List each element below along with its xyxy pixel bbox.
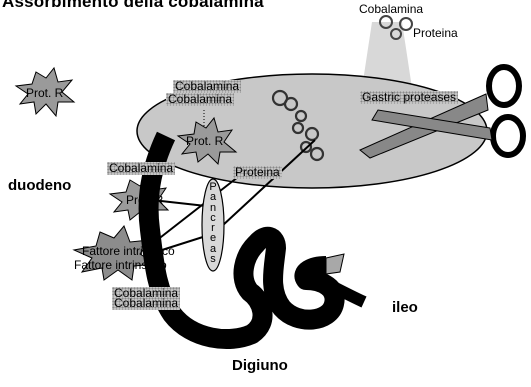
label-fattore-intrinseco-2: Fattore intrinseco	[74, 259, 167, 272]
label-digiuno: Digiuno	[232, 359, 288, 372]
label-cobalamina-stomach-2: Cobalamina	[166, 93, 234, 106]
label-prot-r-duodeno: Prot. R	[126, 194, 163, 207]
intestine-end	[326, 254, 344, 274]
label-fattore-intrinseco-1: Fattore intrinseco	[82, 245, 175, 258]
diagram-title: Assorbimento della cobalamina	[2, 0, 264, 12]
label-gastric-proteases: Gastric proteases	[360, 91, 458, 104]
label-proteina-top: Proteina	[413, 27, 458, 40]
pancreas-letter: s	[206, 254, 220, 264]
label-prot-r-stomach: Prot. R	[186, 135, 223, 148]
label-cobalamina-bottom-2: Cobalamina	[112, 297, 180, 310]
pancreas-label: P a n c r e a s	[206, 182, 220, 264]
scissors-icon	[489, 67, 523, 155]
label-ileo: ileo	[392, 301, 418, 314]
label-cobalamina-duodeno: Cobalamina	[107, 162, 175, 175]
label-cobalamina-top: Cobalamina	[359, 3, 423, 16]
label-duodeno: duodeno	[8, 179, 71, 192]
label-prot-r-left: Prot. R	[26, 87, 63, 100]
label-proteina-mid: Proteina	[233, 166, 282, 179]
